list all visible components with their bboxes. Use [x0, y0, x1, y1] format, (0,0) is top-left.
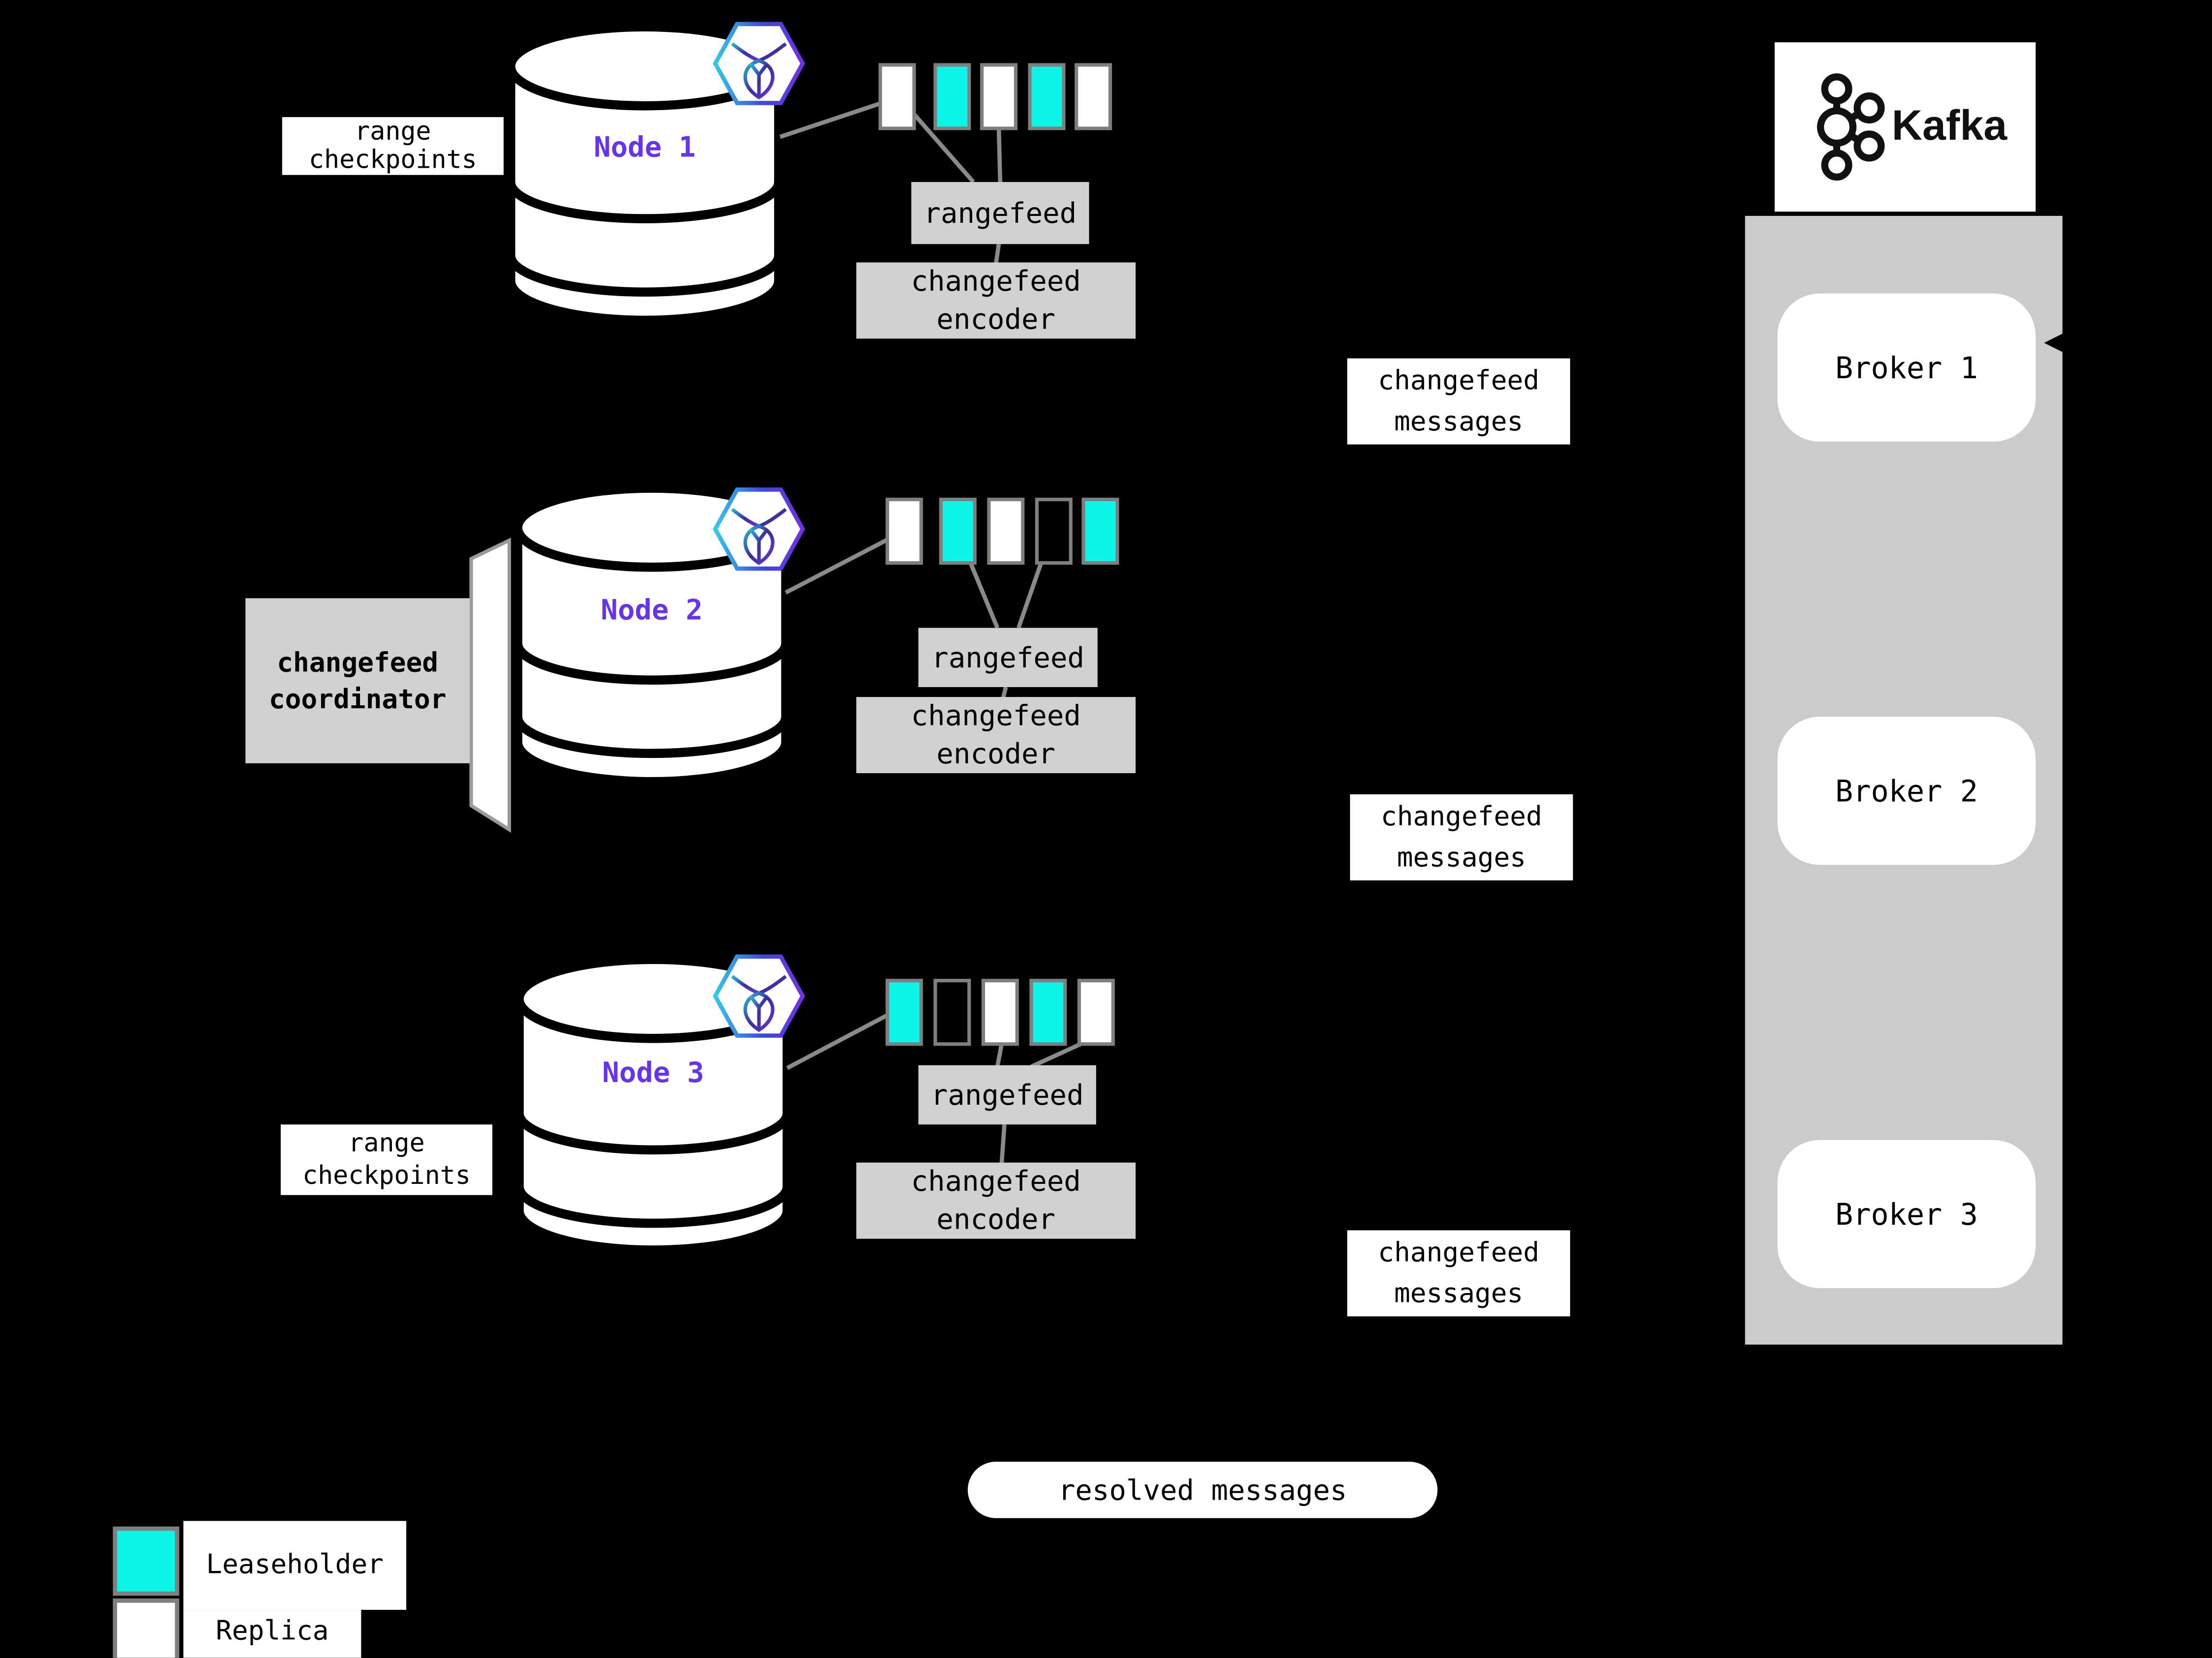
legend-leaseholder-swatch: [113, 1526, 179, 1596]
changefeed-encoder-box-node1: changefeed encoder: [856, 262, 1136, 339]
range-square: [1077, 979, 1115, 1046]
cockroachdb-icon: [713, 954, 806, 1038]
kafka-logo-icon: [1817, 73, 1885, 181]
rangefeed-box-node1: rangefeed: [911, 182, 1089, 244]
arrowhead-into-kafka: [2044, 332, 2064, 353]
node-2-cylinder: [513, 483, 791, 786]
node-2-range-squares: [885, 497, 1119, 565]
node-1-connectors: [779, 101, 1003, 265]
range-checkpoints-label-node3: range checkpoints: [280, 1124, 493, 1195]
node-3-connectors: [786, 1012, 1082, 1164]
changefeed-messages-label-3: changefeed messages: [1347, 1230, 1570, 1317]
range-square: [1075, 63, 1112, 130]
kafka-broker-2: Broker 2: [1777, 717, 2036, 865]
node-1-range-squares: [878, 63, 1112, 130]
range-square: [878, 63, 916, 130]
changefeed-messages-label-2: changefeed messages: [1350, 794, 1573, 881]
coordinator-flag-shape: [469, 537, 511, 833]
range-square: [885, 979, 923, 1046]
node-1-cylinder: [506, 22, 783, 325]
node-3-label: Node 3: [602, 1055, 704, 1089]
changefeed-coordinator-label: changefeed coordinator: [245, 598, 470, 763]
range-square: [885, 497, 923, 565]
kafka-broker-3: Broker 3: [1777, 1140, 2036, 1289]
kafka-broker-1: Broker 1: [1777, 293, 2036, 442]
legend-replica-swatch: [113, 1598, 179, 1658]
rangefeed-box-node2: rangefeed: [918, 628, 1098, 688]
range-square: [981, 979, 1019, 1046]
kafka-logo-text: Kafka: [1891, 103, 2007, 150]
range-square: [1081, 497, 1119, 565]
range-square: [933, 63, 971, 130]
range-checkpoints-label-node1: range checkpoints: [282, 117, 504, 175]
range-square: [1028, 63, 1066, 130]
range-square: [1029, 979, 1067, 1046]
cockroachdb-icon: [713, 22, 806, 105]
legend-leaseholder-label: Leaseholder: [183, 1521, 407, 1610]
range-square: [980, 63, 1017, 130]
node-2-connectors: [784, 537, 1044, 699]
node-3-cylinder: [514, 955, 792, 1255]
range-square: [933, 979, 971, 1046]
range-square: [939, 497, 977, 565]
node-2-label: Node 2: [600, 592, 703, 627]
rangefeed-box-node3: rangefeed: [918, 1065, 1096, 1125]
range-square: [987, 497, 1025, 565]
legend-replica-label: Replica: [183, 1610, 361, 1658]
changefeed-encoder-box-node2: changefeed encoder: [856, 697, 1136, 773]
cockroachdb-icon: [713, 487, 806, 571]
range-square: [1035, 497, 1073, 565]
node-3-range-squares: [885, 979, 1115, 1046]
node-1-label: Node 1: [594, 129, 696, 164]
changefeed-messages-label-1: changefeed messages: [1347, 358, 1570, 445]
changefeed-encoder-box-node3: changefeed encoder: [856, 1162, 1136, 1239]
resolved-messages-label: resolved messages: [967, 1461, 1438, 1518]
